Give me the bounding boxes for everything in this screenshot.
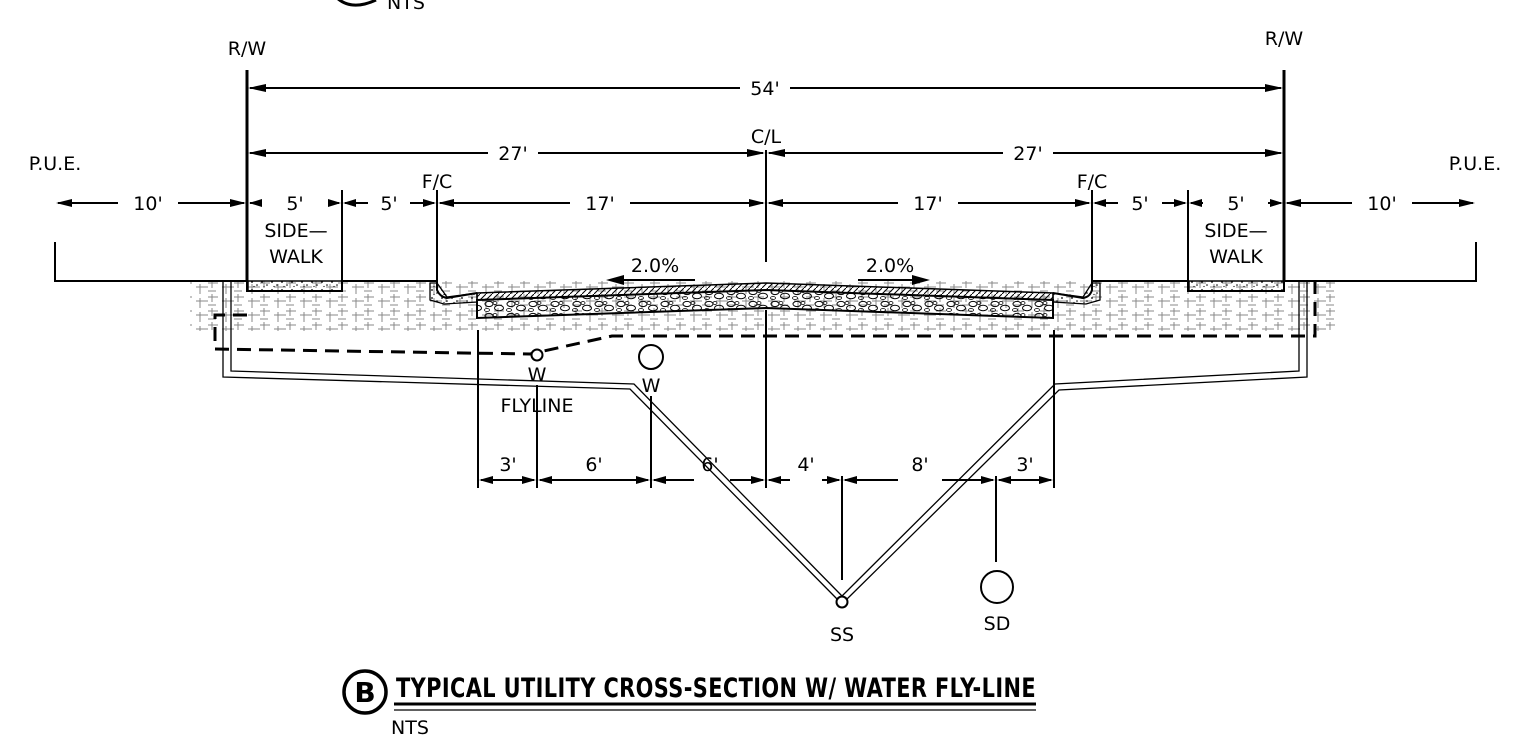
centerline-label: C/L [751,126,782,148]
dim-row-main [56,199,1475,207]
sidewalk-left-label-2: WALK [269,246,323,268]
dim-utility-6-label: 3' [1016,454,1033,476]
title-circle [342,669,388,715]
flyline-trench [213,281,1317,356]
water-flyline-label: W [528,364,547,386]
dim-27-right-label: 27' [1013,143,1042,165]
sanitary-sewer-label: SS [830,624,854,646]
title-scale: NTS [391,717,429,738]
header-nts: NTS [387,0,425,14]
title-letter: B [354,676,375,709]
rw-left-label: R/W [228,38,267,60]
dim-row-utilities [479,476,1053,484]
dim-utility-4-label: 4' [797,454,814,476]
trench-outline-inner-left [230,281,843,597]
dim-parkway-left-label: 5' [380,193,397,215]
dim-utility-3-label: 6' [701,454,718,476]
sanitary-sewer-pipe [835,595,849,609]
trench-outline-inner-right [841,281,1300,597]
storm-drain-pipe [980,570,1014,604]
slope-left-arrowhead [606,275,624,285]
slope-right-arrowhead [912,275,930,285]
slope-left-label: 2.0% [631,255,679,277]
dim-utility-2-label: 6' [585,454,602,476]
pue-left-label: P.U.E. [29,153,82,175]
dim-roadway-left-label: 17' [585,193,614,215]
water-main-label: W [642,375,661,397]
rw-right-label: R/W [1265,28,1304,50]
trench-outline-outer-left [222,281,839,601]
dim-utility-5-label: 8' [911,454,928,476]
fc-left-label: F/C [422,171,453,193]
aggregate-base [476,288,1054,320]
dim-parkway-right-label: 5' [1131,193,1148,215]
header-circle-fragment [337,0,377,7]
sidewalk-right-label-2: WALK [1209,246,1263,268]
sidewalk-right [1188,280,1285,292]
sidewalk-right-label-1: SIDE— [1204,220,1267,242]
dim-pue-right-label: 10' [1367,193,1396,215]
trench-outline-outer-right [845,281,1308,601]
water-main-pipe [638,344,664,370]
water-flyline-pipe [530,348,544,362]
pue-right-label: P.U.E. [1449,153,1502,175]
sidewalk-left-label-1: SIDE— [264,220,327,242]
slope-right-label: 2.0% [866,255,914,277]
sidewalk-left [247,280,343,292]
dim-27-left-label: 27' [498,143,527,165]
fc-right-label: F/C [1077,171,1108,193]
title-text: TYPICAL UTILITY CROSS-SECTION W/ WATER F… [396,673,1036,704]
dim-roadway-right-label: 17' [913,193,942,215]
dim-utility-1-label: 3' [499,454,516,476]
dim-sidewalk-right-label: 5' [1227,193,1244,215]
dim-54-label: 54' [750,78,779,100]
dim-sidewalk-left-label: 5' [286,193,303,215]
dim-pue-left-label: 10' [133,193,162,215]
storm-drain-label: SD [984,613,1011,635]
